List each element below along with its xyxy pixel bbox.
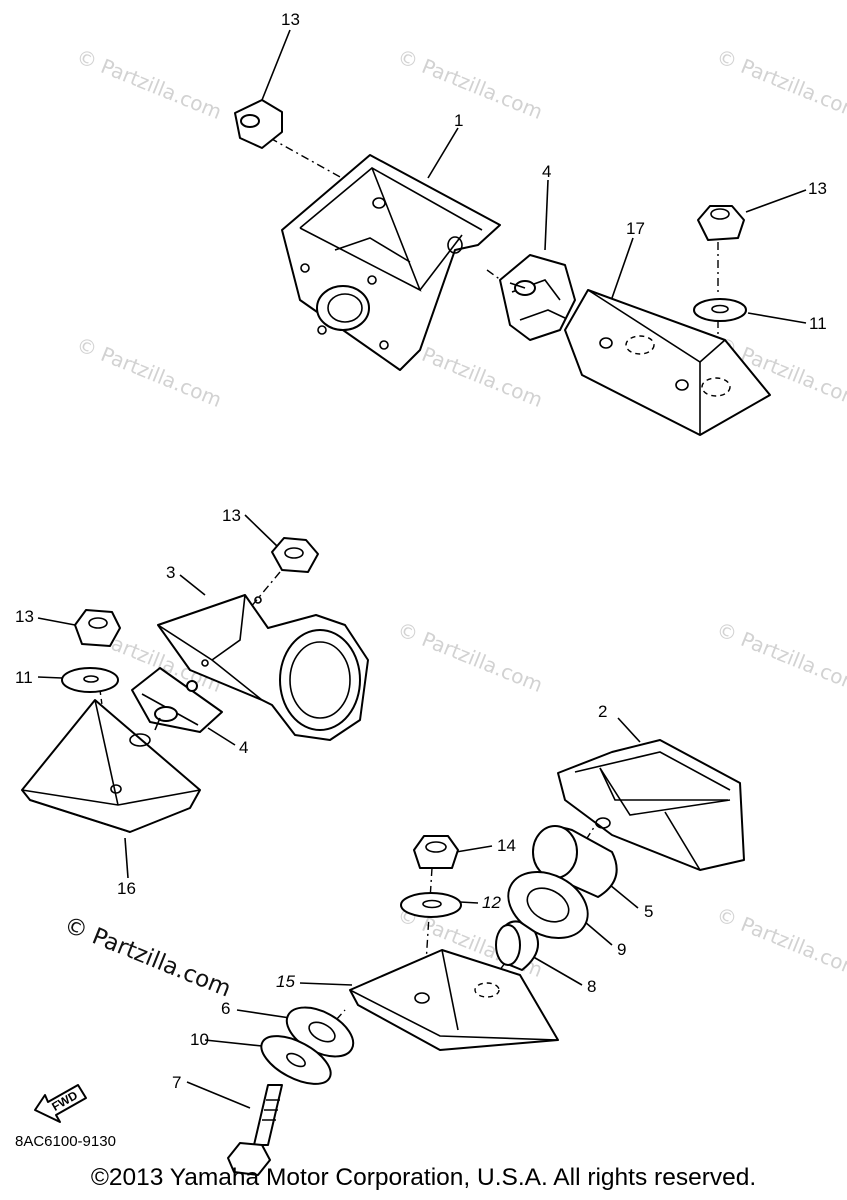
callout-15: 15	[276, 972, 295, 991]
callout-11: 11	[15, 668, 33, 687]
callout-14: 14	[497, 836, 516, 855]
part-16-bracket	[21, 699, 201, 833]
callout-9: 9	[617, 940, 627, 959]
part-5-cushion	[532, 825, 618, 898]
diagram-code: 8AC6100-9130	[15, 1133, 116, 1150]
callout-8: 8	[587, 977, 597, 996]
part-3-bracket	[157, 594, 369, 741]
callout-13: 13	[808, 179, 827, 198]
callout-1: 1	[454, 111, 464, 130]
callout-2: 2	[598, 702, 608, 721]
fwd-arrow-icon	[34, 1084, 87, 1123]
part-13-nut-mid	[271, 537, 319, 573]
part-13-nut-top	[234, 99, 283, 149]
callout-6: 6	[221, 999, 231, 1018]
callout-10: 10	[190, 1030, 209, 1049]
part-1-bracket	[281, 154, 501, 371]
part-4-mount-left	[131, 667, 223, 733]
leader-lines-top	[261, 29, 807, 362]
callout-13: 13	[15, 607, 34, 626]
part-12-washer	[400, 892, 462, 918]
part-11-washer-left	[61, 667, 119, 693]
part-10-washer	[260, 1035, 332, 1085]
callout-16: 16	[117, 879, 136, 898]
part-8-collar	[495, 920, 539, 971]
callout-12: 12	[482, 893, 501, 912]
part-14-nut	[413, 835, 459, 869]
callout-4: 4	[239, 738, 249, 757]
callout-11: 11	[809, 314, 827, 333]
copyright-notice: ©2013 Yamaha Motor Corporation, U.S.A. A…	[90, 1164, 757, 1191]
callout-13: 13	[222, 506, 241, 525]
part-7-bolt	[227, 1084, 283, 1176]
callout-4: 4	[542, 162, 552, 181]
callout-5: 5	[644, 902, 654, 921]
part-4-mount-top	[499, 254, 576, 341]
part-13-nut-left	[74, 609, 121, 647]
part-2-bracket	[557, 739, 745, 871]
callout-17: 17	[626, 219, 645, 238]
part-11-washer-top	[693, 298, 747, 322]
callout-7: 7	[172, 1073, 182, 1092]
part-15-bracket	[349, 949, 559, 1051]
callout-3: 3	[166, 563, 176, 582]
part-13-nut-right	[697, 205, 745, 241]
part-17-bracket	[564, 289, 771, 436]
callout-13: 13	[281, 10, 300, 29]
